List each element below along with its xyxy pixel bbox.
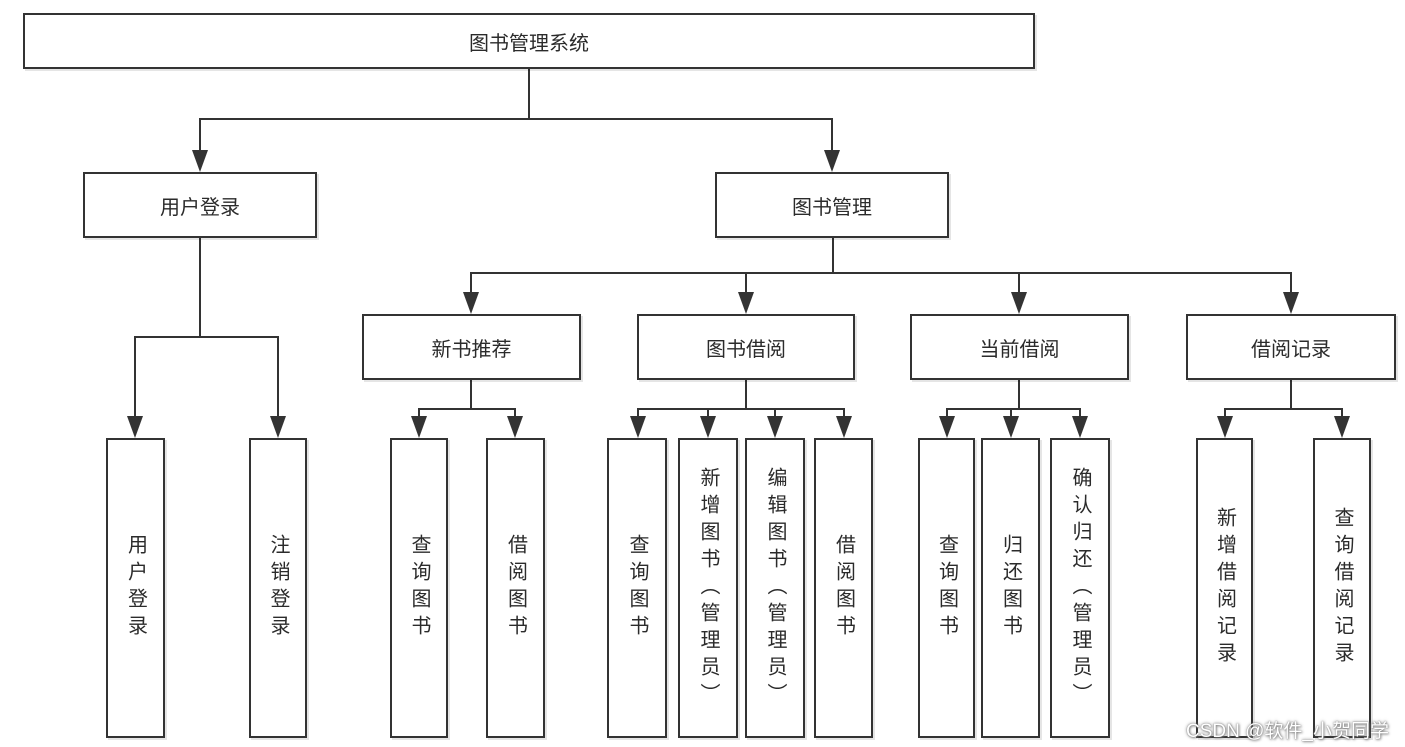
connector-line <box>471 272 1291 274</box>
leaf-return-books: 归还图书 <box>981 438 1040 738</box>
connector-line <box>1018 380 1020 410</box>
connector-line <box>134 336 279 338</box>
leaf-borrow-books-recommend-label: 借阅图书 <box>504 534 527 642</box>
connector-line <box>1079 408 1081 418</box>
csdn-watermark: CSDN @软件_小贺同学 <box>1186 721 1389 742</box>
connector-line <box>1010 408 1012 418</box>
arrow-down-icon <box>1003 416 1019 438</box>
node-borrow-record: 借阅记录 <box>1186 314 1396 380</box>
connector-line <box>470 272 472 294</box>
connector-line <box>418 408 420 418</box>
arrow-down-icon <box>630 416 646 438</box>
connector-line <box>1341 408 1343 418</box>
arrow-down-icon <box>507 416 523 438</box>
node-borrow-record-label: 借阅记录 <box>1251 338 1331 361</box>
leaf-borrow-books: 借阅图书 <box>814 438 873 738</box>
leaf-query-books-borrow-label: 查询图书 <box>626 534 648 642</box>
leaf-query-books-recommend-label: 查询图书 <box>408 534 430 642</box>
node-user-login-label: 用户登录 <box>160 196 240 219</box>
arrow-down-icon <box>824 150 840 172</box>
arrow-down-icon <box>270 416 286 438</box>
connector-line <box>200 118 833 120</box>
leaf-query-borrow-record-label: 查询借阅记录 <box>1331 507 1353 669</box>
connector-line <box>774 408 776 418</box>
leaf-confirm-return-admin: 确认归还（管理员） <box>1050 438 1110 738</box>
connector-line <box>1290 272 1292 294</box>
leaf-query-books-borrow: 查询图书 <box>607 438 667 738</box>
arrow-down-icon <box>939 416 955 438</box>
node-current-borrow-label: 当前借阅 <box>979 338 1060 361</box>
leaf-add-borrow-record-label: 新增借阅记录 <box>1213 507 1236 669</box>
leaf-query-books-current-label: 查询图书 <box>935 534 958 642</box>
arrow-down-icon <box>411 416 427 438</box>
connector-line <box>831 118 833 152</box>
leaf-query-books-recommend: 查询图书 <box>390 438 448 738</box>
connector-line <box>199 118 201 152</box>
leaf-borrow-books-recommend: 借阅图书 <box>486 438 545 738</box>
connector-line <box>418 408 516 410</box>
connector-line <box>707 408 709 418</box>
arrow-down-icon <box>738 292 754 314</box>
leaf-user-login: 用户登录 <box>106 438 165 738</box>
connector-line <box>745 380 747 410</box>
connector-line <box>470 380 472 410</box>
node-new-book-recommend: 新书推荐 <box>362 314 581 380</box>
leaf-user-login-label: 用户登录 <box>124 534 147 642</box>
arrow-down-icon <box>767 416 783 438</box>
arrow-down-icon <box>1334 416 1350 438</box>
leaf-add-books-admin: 新增图书（管理员） <box>678 438 738 738</box>
arrow-down-icon <box>127 416 143 438</box>
connector-line <box>946 408 1081 410</box>
arrow-down-icon <box>192 150 208 172</box>
arrow-down-icon <box>836 416 852 438</box>
node-current-borrow: 当前借阅 <box>910 314 1129 380</box>
node-user-login: 用户登录 <box>83 172 317 238</box>
arrow-down-icon <box>1072 416 1088 438</box>
connector-line <box>1224 408 1342 410</box>
node-book-management: 图书管理 <box>715 172 949 238</box>
arrow-down-icon <box>463 292 479 314</box>
leaf-confirm-return-admin-label: 确认归还（管理员） <box>1069 466 1091 710</box>
connector-line <box>1018 272 1020 294</box>
connector-line <box>1224 408 1226 418</box>
node-root: 图书管理系统 <box>23 13 1035 69</box>
node-new-book-recommend-label: 新书推荐 <box>431 338 512 361</box>
connector-line <box>199 238 201 338</box>
connector-line <box>134 336 136 418</box>
connector-line <box>277 336 279 418</box>
arrow-down-icon <box>1283 292 1299 314</box>
node-book-borrow-label: 图书借阅 <box>706 338 786 361</box>
leaf-return-books-label: 归还图书 <box>999 534 1022 642</box>
connector-line <box>528 69 530 119</box>
leaf-logout-login: 注销登录 <box>249 438 307 738</box>
connector-line <box>637 408 844 410</box>
leaf-query-books-current: 查询图书 <box>918 438 975 738</box>
leaf-logout-login-label: 注销登录 <box>267 534 289 642</box>
leaf-add-borrow-record: 新增借阅记录 <box>1196 438 1253 738</box>
connector-line <box>637 408 639 418</box>
connector-line <box>832 238 834 274</box>
arrow-down-icon <box>1217 416 1233 438</box>
connector-line <box>843 408 845 418</box>
arrow-down-icon <box>700 416 716 438</box>
connector-line <box>745 272 747 294</box>
leaf-add-books-admin-label: 新增图书（管理员） <box>697 466 719 710</box>
leaf-edit-books-admin-label: 编辑图书（管理员） <box>764 466 786 710</box>
connector-line <box>514 408 516 418</box>
leaf-borrow-books-label: 借阅图书 <box>832 534 855 642</box>
arrow-down-icon <box>1011 292 1027 314</box>
connector-line <box>1290 380 1292 410</box>
leaf-edit-books-admin: 编辑图书（管理员） <box>745 438 805 738</box>
connector-line <box>946 408 948 418</box>
node-book-management-label: 图书管理 <box>792 196 872 219</box>
node-root-label: 图书管理系统 <box>469 32 589 55</box>
node-book-borrow: 图书借阅 <box>637 314 855 380</box>
leaf-query-borrow-record: 查询借阅记录 <box>1313 438 1371 738</box>
